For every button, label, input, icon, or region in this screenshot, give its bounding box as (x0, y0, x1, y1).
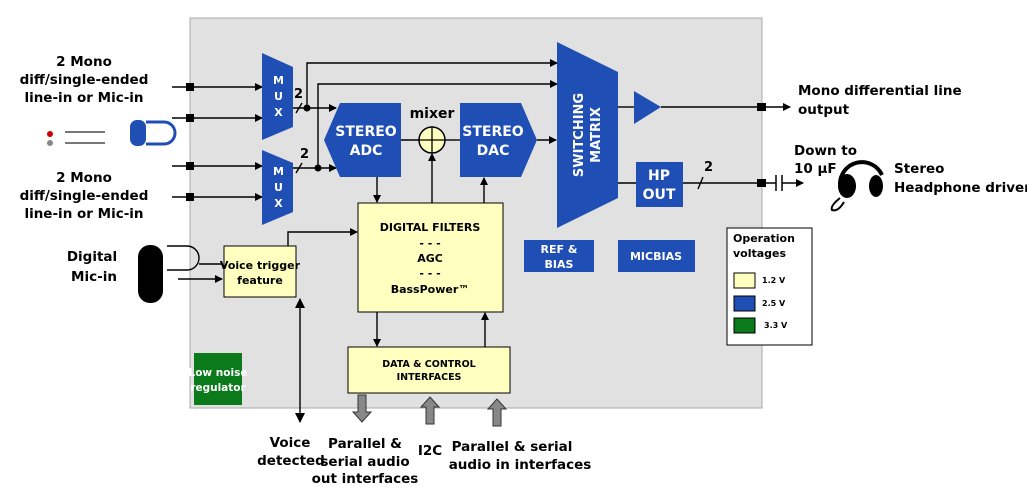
mux-1 (262, 53, 293, 140)
svg-text:3.3 V: 3.3 V (764, 321, 788, 330)
svg-text:1.2 V: 1.2 V (762, 276, 786, 285)
bus-arrows (351, 394, 508, 427)
digital-filters: DIGITAL FILTERS- - -AGC- - -BassPower™ (357, 202, 504, 313)
svg-text:2.5 V: 2.5 V (762, 299, 786, 308)
mux-2-label: MUX (272, 165, 285, 213)
svg-text:REF &BIAS: REF &BIAS (541, 243, 578, 271)
headphone-icon (830, 160, 884, 212)
digital-mic-icon (138, 245, 222, 303)
audio-jack-icon (47, 120, 177, 146)
micbias: MICBIAS (618, 240, 695, 272)
i2c-label: I2C (418, 443, 442, 459)
svg-text:DIGITAL FILTERS- - -AGC- - -Ba: DIGITAL FILTERS- - -AGC- - -BassPower™ (380, 221, 481, 296)
mux-routing (293, 59, 558, 174)
ref-bias: REF &BIAS (524, 240, 594, 272)
mixer-icon (418, 126, 446, 154)
mixer-label: mixer (410, 106, 455, 122)
bus-width-1: 2 (294, 87, 303, 102)
line-in-inputs (172, 83, 263, 201)
bus-width-2: 2 (300, 147, 309, 162)
bus-width-hp: 2 (704, 160, 713, 175)
line-amp-icon (634, 91, 661, 124)
mux-2 (262, 150, 293, 225)
svg-text:MICBIAS: MICBIAS (630, 250, 682, 263)
capacitor-icon (775, 175, 783, 191)
mux-1-label: MUX (272, 74, 285, 122)
